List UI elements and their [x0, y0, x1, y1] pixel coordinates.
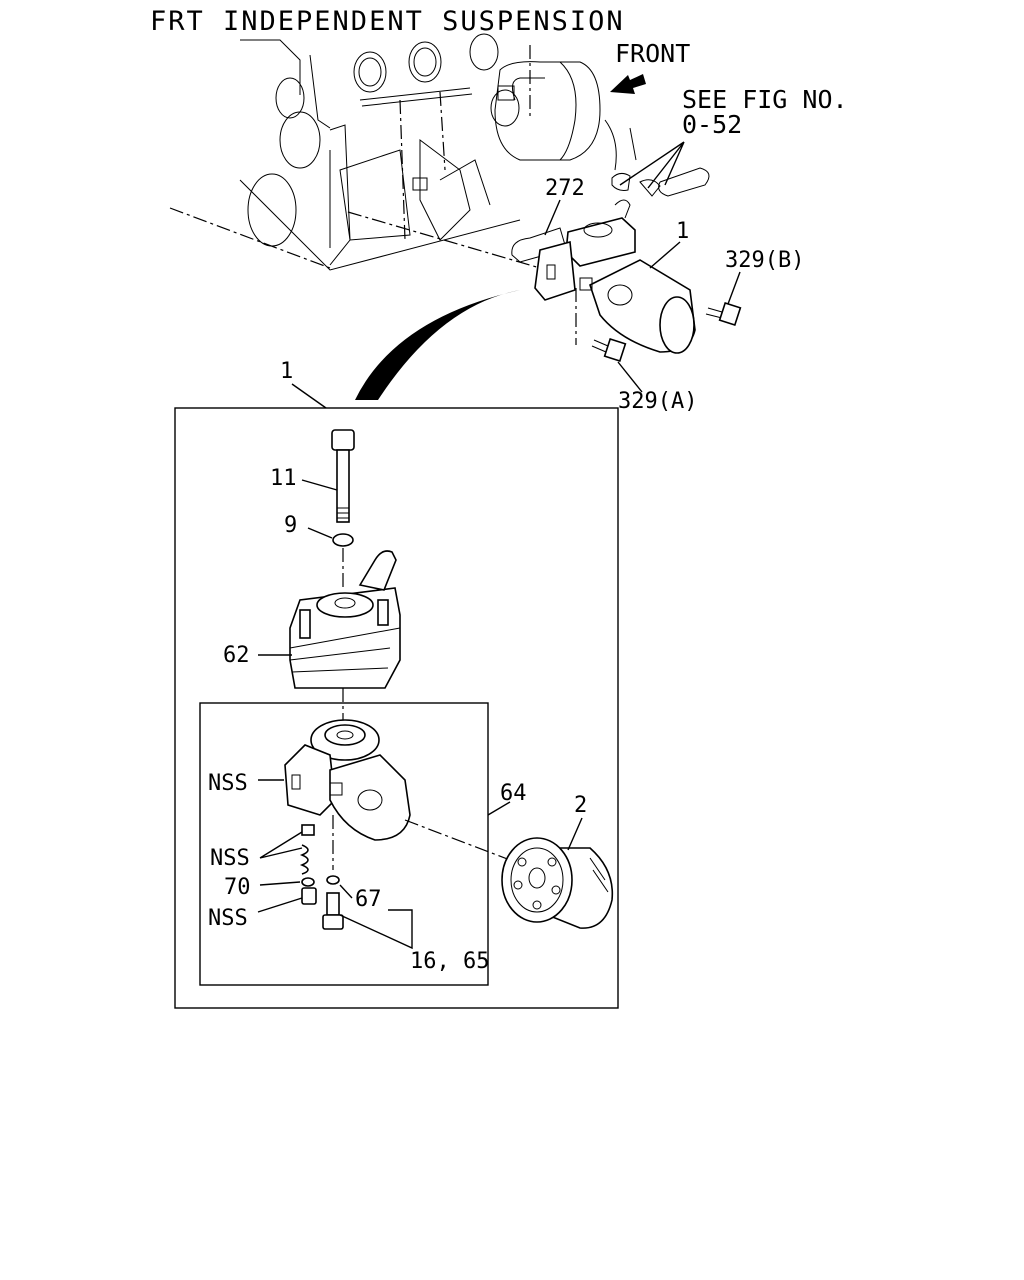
callout-329b: 329(B) — [725, 248, 804, 273]
bolt-11 — [331, 429, 355, 523]
callout-1-box: 1 — [280, 359, 293, 384]
diagram-title: FRT INDEPENDENT SUSPENSION — [150, 6, 625, 37]
detail-box-inner — [199, 702, 489, 986]
callout-67: 67 — [355, 887, 382, 912]
bolt-329a — [591, 337, 627, 363]
callout-nss-2: NSS — [210, 846, 250, 871]
filter-adapter-64 — [284, 719, 411, 841]
callout-272: 272 — [545, 176, 585, 201]
see-fig-leader — [619, 141, 685, 189]
oil-filter-2 — [501, 837, 614, 929]
front-arrow-icon — [610, 74, 646, 94]
see-fig-line-1: SEE FIG NO. — [682, 85, 848, 114]
bolt-329b — [705, 301, 742, 327]
detail-link-arrow — [355, 290, 520, 400]
front-label: FRONT — [615, 39, 690, 68]
callout-329a: 329(A) — [618, 389, 697, 414]
callout-64: 64 — [500, 781, 527, 806]
callout-1-top: 1 — [676, 219, 689, 244]
callout-11: 11 — [270, 466, 297, 491]
washer-9 — [332, 533, 354, 547]
callout-nss-1: NSS — [208, 771, 248, 796]
callout-2: 2 — [574, 793, 587, 818]
callout-9: 9 — [284, 513, 297, 538]
see-fig-line-2: 0-52 — [682, 110, 742, 139]
upper-oil-filter-assembly — [511, 199, 696, 354]
callout-16-65: 16, 65 — [410, 949, 489, 974]
detail-box-outer — [174, 407, 619, 1009]
oil-cooler-62 — [289, 550, 401, 689]
relief-valve-parts — [299, 824, 344, 930]
engine-block-illustration — [169, 33, 637, 271]
callout-62: 62 — [223, 643, 250, 668]
callout-70: 70 — [224, 875, 251, 900]
callout-nss-3: NSS — [208, 906, 248, 931]
